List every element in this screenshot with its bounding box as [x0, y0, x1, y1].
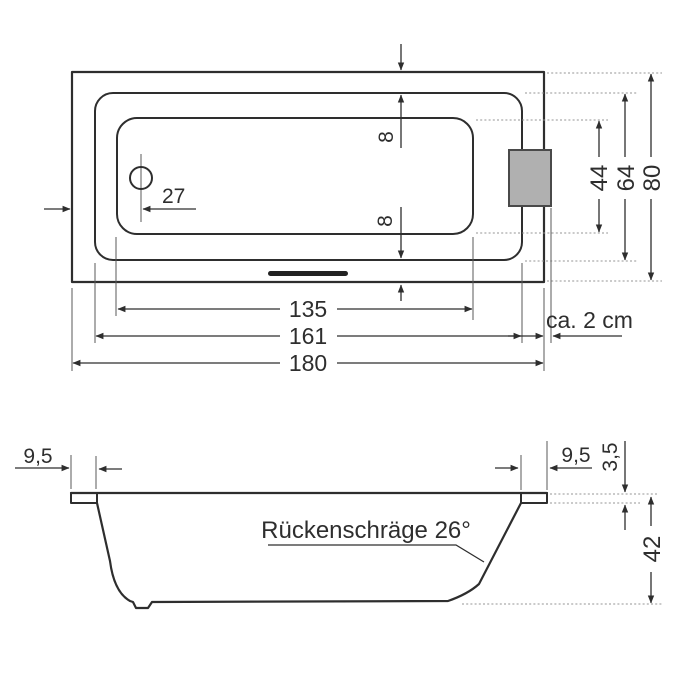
dim-label-rim-bottom: 8: [374, 215, 397, 227]
dim-rim-left: 9,5: [15, 445, 122, 489]
dim-label-rim-thickness: 3,5: [599, 442, 622, 471]
dim-label-rim-top: 8: [375, 131, 398, 143]
dim-label-inner-rim-width: 64: [613, 165, 640, 192]
dim-rim-right: 9,5: [495, 441, 592, 490]
tub-profile: [95, 501, 523, 610]
length-labels-box: [280, 293, 337, 379]
drain-circle: [129, 166, 153, 190]
backrest-leader-line: [268, 544, 485, 563]
dim-label-rim-right: 9,5: [561, 444, 590, 467]
overflow-slot: [268, 271, 348, 276]
dim-label-inner-floor-length: 135: [289, 296, 327, 322]
dim-label-inner-floor-width: 44: [586, 165, 613, 192]
dim-label-overall-length: 180: [289, 350, 327, 376]
dim-drain-offset: 27: [44, 185, 196, 213]
width-labels-box: [586, 157, 664, 199]
dim-label-drain-offset: 27: [162, 185, 185, 208]
headrest: [508, 149, 552, 207]
dim-label-inner-rim-length: 161: [289, 323, 327, 349]
dim-rim-bottom: 8: [374, 207, 405, 301]
tub-floor-edge: [116, 117, 474, 235]
dim-label-rim-left: 9,5: [23, 445, 52, 468]
side-view: 9,5 9,5 3,5 42 Rückenschräge 26°: [15, 441, 666, 610]
dim-label-overall-width: 80: [639, 165, 666, 192]
dim-label-depth: 42: [639, 536, 666, 563]
top-view: 8 8 27 44 64 80: [44, 44, 666, 379]
depth-label-box: [637, 526, 665, 572]
dim-depth: 42: [462, 496, 666, 605]
dims-widths: 44 64 80: [476, 72, 666, 282]
rim-lip-right: [520, 492, 548, 504]
backrest-annotation: Rückenschräge 26°: [261, 517, 485, 563]
dim-rim-top: 8: [375, 44, 405, 148]
rim-lip-left: [70, 492, 98, 504]
dim-label-headrest-overhang: ca. 2 cm: [546, 307, 633, 333]
dim-rim-thickness: 3,5: [550, 441, 658, 530]
dims-lengths: 135 161 180 ca. 2 cm: [71, 208, 633, 379]
backrest-label: Rückenschräge 26°: [261, 517, 471, 544]
